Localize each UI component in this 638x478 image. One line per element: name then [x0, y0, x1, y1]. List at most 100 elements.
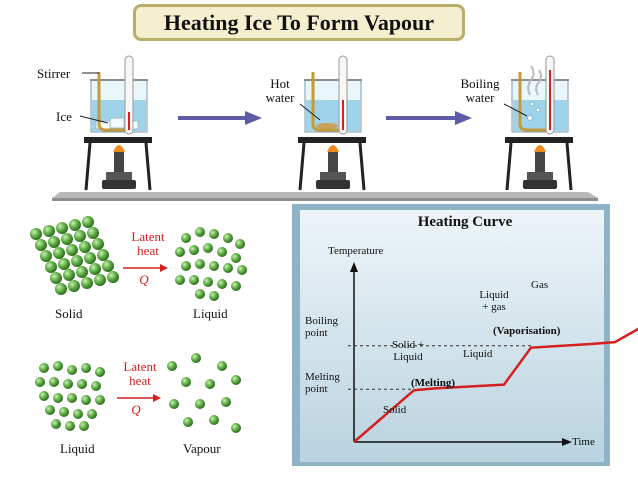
particle	[231, 375, 241, 385]
solid-particle	[63, 269, 75, 281]
flame-icon	[113, 145, 125, 152]
liquid-label-2: Liquid	[60, 441, 95, 456]
particle	[49, 377, 59, 387]
solid-particle	[71, 255, 83, 267]
particle	[203, 243, 213, 253]
solid-particle	[107, 271, 119, 283]
y-tick-melting-point: Melting point	[305, 371, 340, 395]
particle	[231, 281, 241, 291]
particle	[95, 395, 105, 405]
solid-particle	[68, 280, 80, 292]
boiling-water-label: Boiling water	[460, 76, 500, 105]
x-axis-arrow	[562, 438, 572, 446]
particle	[53, 393, 63, 403]
annotation-melting: (Melting)	[411, 377, 455, 389]
hot-water-label: Hot water	[265, 76, 295, 105]
solid-particle	[55, 283, 67, 295]
solid-particle	[89, 263, 101, 275]
particle	[81, 395, 91, 405]
solid-particle	[50, 272, 62, 284]
annotation-solid: Solid	[383, 404, 407, 416]
y-tick-boiling-point: Boiling point	[305, 315, 339, 339]
solid-particle	[76, 266, 88, 278]
particle	[35, 377, 45, 387]
stirrer-label: Stirrer	[37, 66, 71, 81]
solid-particle	[56, 222, 68, 234]
particle	[231, 423, 241, 433]
particle	[91, 381, 101, 391]
particle	[195, 259, 205, 269]
solid-label: Solid	[55, 306, 83, 321]
x-axis-label: Time	[572, 436, 595, 448]
chart-title: Heating Curve	[417, 214, 513, 230]
particle	[181, 377, 191, 387]
solid-particle	[102, 260, 114, 272]
particle	[195, 289, 205, 299]
liquid-label-1: Liquid	[193, 306, 228, 321]
solid-particle	[87, 227, 99, 239]
particle	[79, 421, 89, 431]
particle	[217, 247, 227, 257]
liquid-particles-1	[175, 227, 247, 301]
particle	[209, 261, 219, 271]
particle	[67, 365, 77, 375]
particle	[51, 419, 61, 429]
particle	[67, 393, 77, 403]
particle	[183, 417, 193, 427]
heating-curve-line	[353, 327, 638, 443]
annotation-solid-liquid: Solid + Liquid	[391, 339, 425, 363]
setup-hot-water	[298, 55, 366, 191]
particle	[195, 399, 205, 409]
particle	[191, 353, 201, 363]
particle	[217, 361, 227, 371]
setup-ice	[84, 55, 152, 191]
q-label-1: Q	[139, 272, 149, 287]
solid-particle	[94, 274, 106, 286]
particle	[195, 227, 205, 237]
liquid-particles-2	[35, 361, 105, 431]
annotation-liquid-gas: Liquid + gas	[479, 289, 509, 313]
particle	[73, 409, 83, 419]
particle	[45, 405, 55, 415]
particle	[221, 397, 231, 407]
solid-lattice	[30, 216, 119, 295]
solid-particle	[92, 238, 104, 250]
particle	[169, 399, 179, 409]
vapour-particles	[167, 353, 241, 433]
solid-particle	[45, 261, 57, 273]
solid-particle	[53, 247, 65, 259]
particle	[39, 391, 49, 401]
particle	[203, 277, 213, 287]
ice-label: Ice	[56, 109, 72, 124]
particle	[95, 367, 105, 377]
solid-particle	[74, 230, 86, 242]
solid-particle	[66, 244, 78, 256]
solid-particle	[82, 216, 94, 228]
heating-curve-panel	[300, 210, 604, 462]
solid-particle	[30, 228, 42, 240]
particle	[87, 409, 97, 419]
y-axis-label: Temperature	[328, 245, 384, 257]
bench-slab	[52, 192, 598, 198]
particle	[65, 421, 75, 431]
particle	[235, 239, 245, 249]
stirrer-icon	[97, 72, 126, 132]
particle	[39, 363, 49, 373]
particle	[209, 415, 219, 425]
particle	[223, 233, 233, 243]
particle	[189, 275, 199, 285]
setup-boiling-water	[505, 55, 573, 191]
solid-particle	[35, 239, 47, 251]
solid-particle	[79, 241, 91, 253]
latent-heat-label-1: Latent heat	[131, 229, 165, 258]
particle	[175, 275, 185, 285]
particle	[53, 361, 63, 371]
particle	[223, 263, 233, 273]
particle	[175, 247, 185, 257]
particle	[189, 245, 199, 255]
solid-particle	[84, 252, 96, 264]
solid-particle	[61, 233, 73, 245]
particle	[209, 229, 219, 239]
particle	[77, 379, 87, 389]
